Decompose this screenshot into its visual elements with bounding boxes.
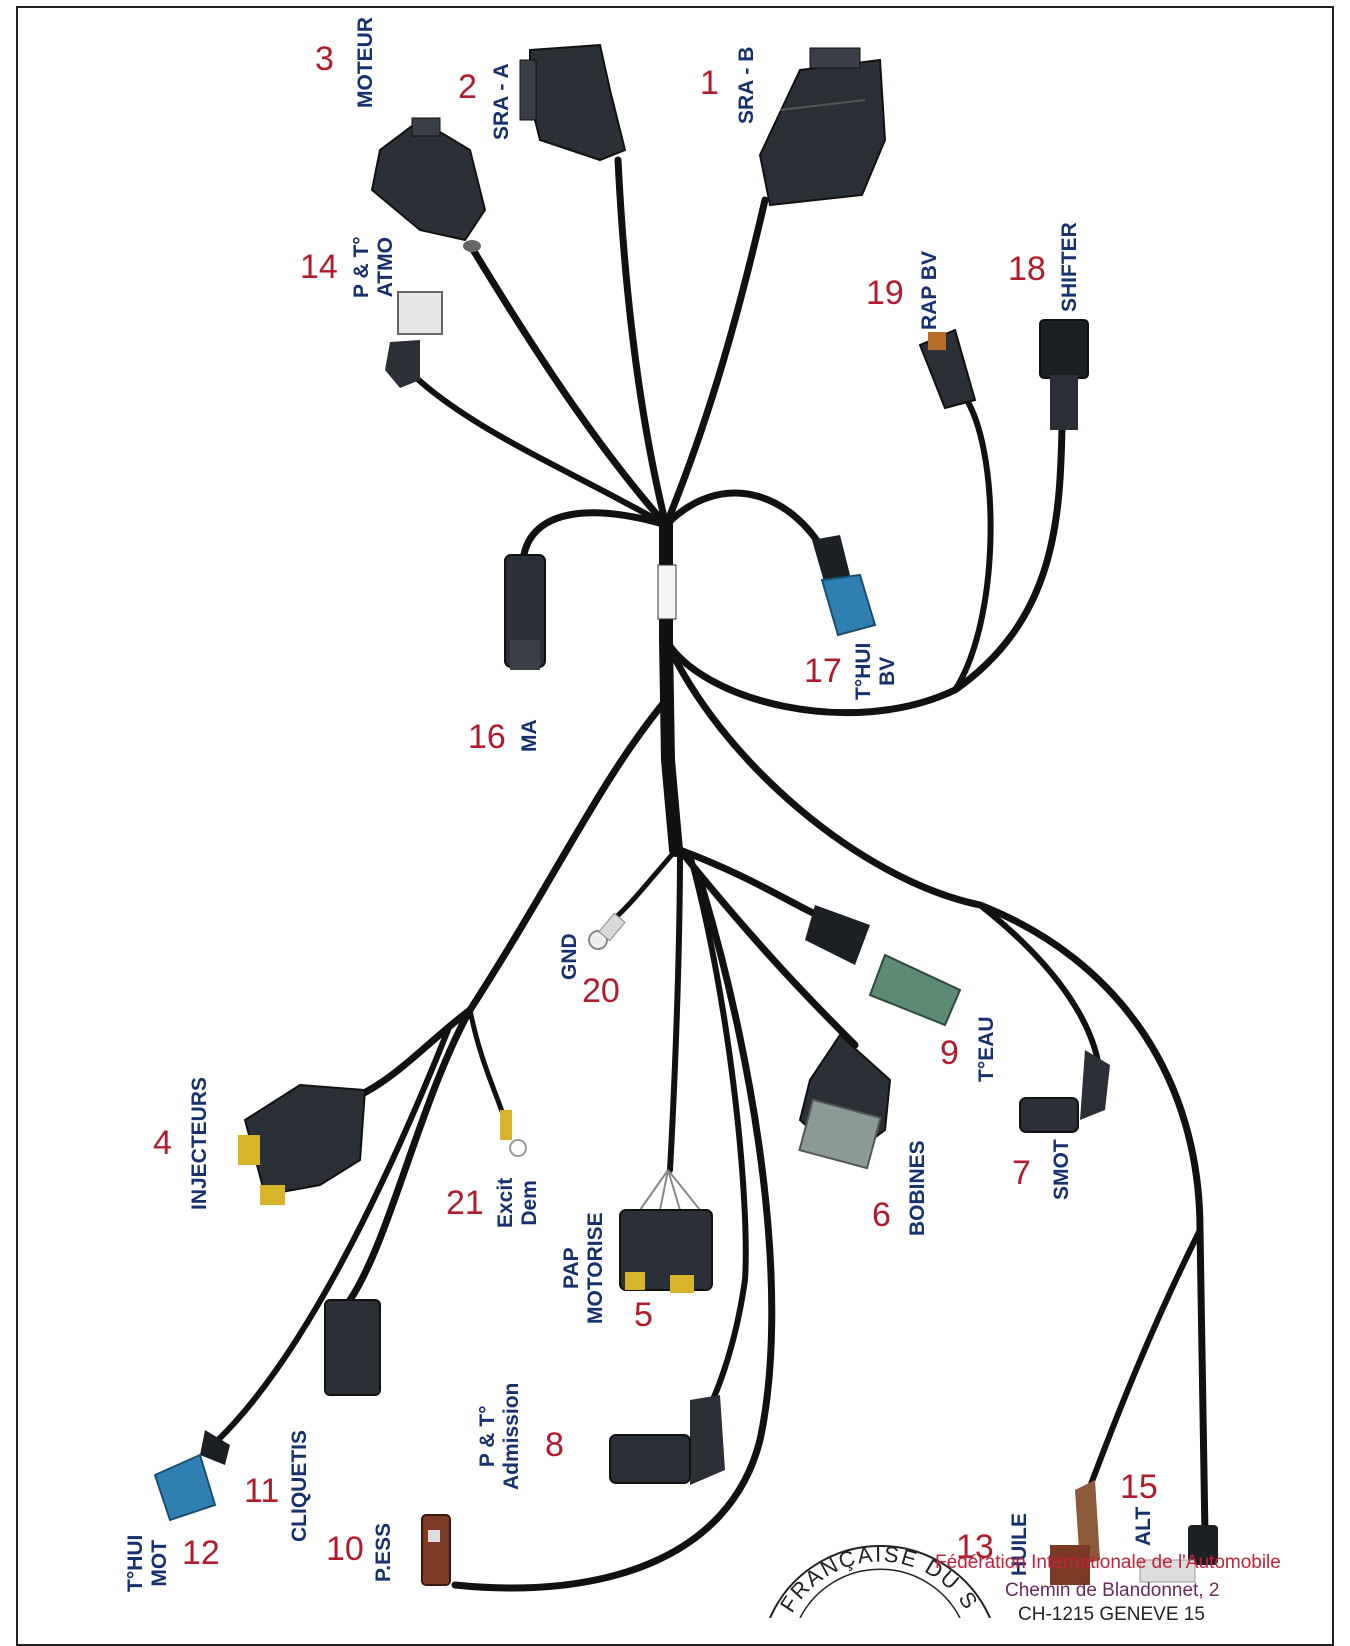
number-11: 11 (244, 1472, 280, 1510)
cable-5 (667, 847, 683, 1173)
label-11: CLIQUETIS (288, 1429, 311, 1542)
connector-11-body (324, 1299, 381, 1396)
connector-21-body (500, 1110, 527, 1157)
connector-17-body (812, 535, 877, 637)
number-7: 7 (1012, 1154, 1031, 1192)
number-5: 5 (634, 1296, 653, 1334)
label-6: BOBINES (906, 1140, 929, 1236)
number-15: 15 (1120, 1468, 1158, 1506)
connector-12-body (153, 1430, 230, 1522)
number-9: 9 (940, 1034, 959, 1072)
trunk-tag (657, 564, 677, 620)
connector-6-body (798, 1033, 892, 1170)
connector-14-body (385, 291, 443, 388)
label-10: P.ESS (372, 1522, 395, 1582)
cable-10 (451, 876, 776, 1592)
label-19: RAP BV (918, 251, 941, 330)
connector-19-body (918, 328, 977, 410)
cable-3 (468, 244, 670, 529)
connector-7-body (1019, 1050, 1110, 1133)
number-17: 17 (804, 652, 842, 690)
cable-7 (977, 902, 1103, 1078)
label-4: INJECTEURS (188, 1076, 211, 1210)
number-12: 12 (182, 1534, 220, 1572)
stamp-seal (769, 1545, 991, 1618)
number-19: 19 (866, 274, 904, 312)
label-20: GND (558, 933, 581, 980)
label-3: MOTEUR (354, 17, 377, 108)
cable-loop-bv (662, 636, 959, 717)
number-8: 8 (545, 1426, 564, 1464)
number-18: 18 (1008, 250, 1046, 288)
number-1: 1 (700, 64, 719, 102)
number-14: 14 (300, 248, 338, 286)
connector-20-body (588, 912, 626, 950)
connector-9-body (805, 905, 962, 1027)
label-15: ALT (1132, 1506, 1155, 1546)
connector-10-body (421, 1514, 451, 1586)
label-2: SRA - A (490, 63, 513, 140)
number-6: 6 (872, 1196, 891, 1234)
number-13: 13 (956, 1528, 994, 1566)
number-10: 10 (326, 1530, 364, 1568)
connector-13-body (1050, 1480, 1100, 1585)
cable-18 (951, 424, 1066, 694)
label-7: SMOT (1050, 1139, 1073, 1200)
label-9: T°EAU (975, 1016, 998, 1082)
cable-12 (215, 1027, 451, 1443)
number-21: 21 (446, 1184, 484, 1222)
number-2: 2 (458, 68, 477, 106)
label-1: SRA - B (735, 46, 758, 124)
cable-19 (952, 399, 994, 693)
cable-16 (519, 509, 670, 564)
connector-15-body (1139, 1525, 1218, 1583)
cable-13 (1082, 1227, 1203, 1503)
stamp-city: CH-1215 GENEVE 15 (1018, 1604, 1205, 1625)
connector-1-body (758, 47, 887, 207)
cable-2 (614, 156, 670, 529)
connector-4-body (238, 1083, 367, 1205)
label-8: P & T°Admission (476, 1382, 523, 1490)
cable-4 (356, 1006, 474, 1099)
cable-14 (407, 369, 669, 528)
connector-3-body (370, 117, 487, 252)
cable-20 (612, 847, 679, 921)
label-16: MA (518, 719, 541, 752)
cable-21 (467, 1007, 508, 1123)
number-20: 20 (582, 972, 620, 1010)
cable-17 (662, 489, 830, 559)
cable-1 (662, 196, 769, 529)
number-4: 4 (153, 1124, 172, 1162)
label-18: SHIFTER (1058, 222, 1081, 312)
connector-16-body (504, 554, 546, 670)
seal-text: FRANÇAISE DU SPORT (0, 0, 982, 1617)
connector-8-body (609, 1395, 725, 1485)
connector-5-body (619, 1169, 713, 1293)
cable-6 (676, 846, 859, 1049)
stamp-org: Fédération Internationale de l'Automobil… (935, 1552, 1281, 1573)
cable-8 (687, 852, 749, 1428)
number-16: 16 (468, 718, 506, 756)
stamp-street: Chemin de Blandonnet, 2 (1005, 1580, 1220, 1601)
connector-2-body (519, 43, 627, 162)
label-14: P & T°ATMO (350, 236, 397, 298)
connector-18-body (1039, 319, 1089, 430)
number-3: 3 (315, 40, 334, 78)
